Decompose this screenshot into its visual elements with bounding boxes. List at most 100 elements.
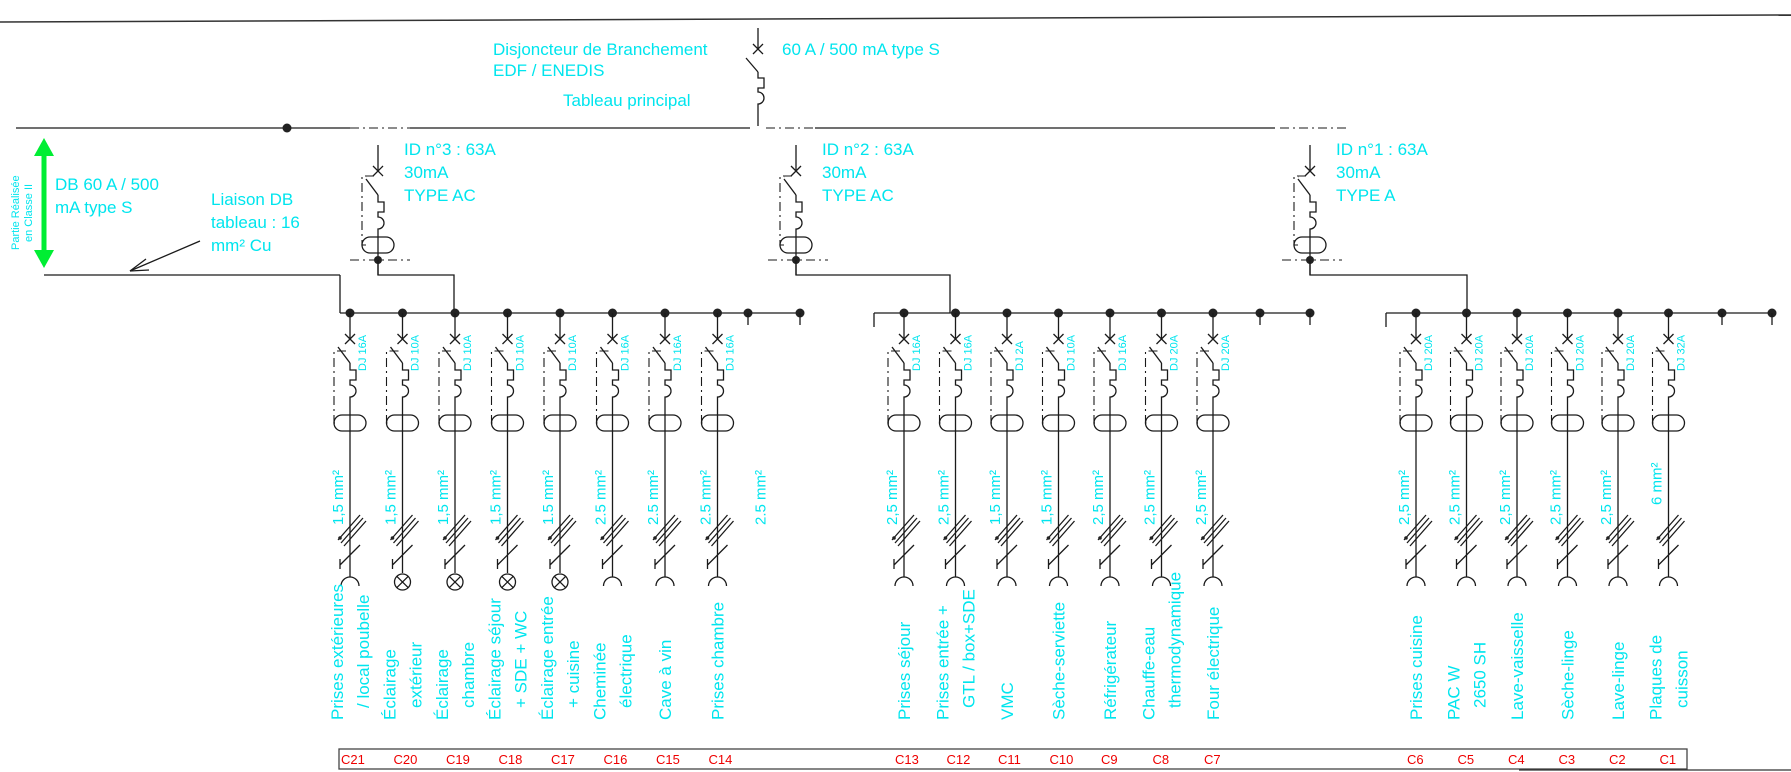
class-ii-label-1: Partie Réalisée <box>10 175 22 250</box>
load-label: thermodynamique <box>1166 572 1185 708</box>
breaker-rating-label: DJ 10A <box>515 334 527 371</box>
socket-icon <box>1048 576 1069 587</box>
cable-section-label: 2.5 mm² <box>593 470 610 525</box>
cable-conductor-marks-icon <box>1046 514 1075 547</box>
cable-conductor-marks-icon <box>994 514 1024 547</box>
earth-mark-icon <box>1556 544 1578 569</box>
cable-conductor-marks-icon <box>1200 514 1230 547</box>
lamp-icon <box>498 573 517 591</box>
breaker-rating-label: DJ 2A <box>1014 340 1026 371</box>
earth-mark-icon <box>496 544 518 569</box>
socket-icon <box>1100 576 1120 587</box>
socket-icon <box>894 576 914 587</box>
circuit-ref-label: C2 <box>1609 752 1626 767</box>
circuit-ref-label: C11 <box>998 752 1021 767</box>
load-label: cuisson <box>1673 650 1692 708</box>
load-label: Sèche-serviette <box>1050 602 1069 720</box>
load-label: extérieur <box>407 642 426 708</box>
socket-icon <box>1557 576 1578 587</box>
double-arrow-icon <box>34 138 54 268</box>
rcd-label-sensitivity: 30mA <box>404 163 449 182</box>
cable-section-label: 1,5 mm² <box>330 470 347 525</box>
earth-mark-icon <box>1150 544 1172 569</box>
load-label: Plaques de <box>1647 635 1666 720</box>
cable-section-label: 2,5 mm² <box>936 470 953 525</box>
breaker-rating-label: DJ 16A <box>357 334 369 371</box>
breaker-rating-label: DJ 20A <box>1524 334 1536 371</box>
cable-section-label: 2,5 mm² <box>1142 470 1159 525</box>
circuit-ref-strip <box>338 748 1791 771</box>
circuit-ref-label: C3 <box>1559 752 1576 767</box>
link-label-3: mm² Cu <box>211 236 271 255</box>
load-label: Chauffe-eau <box>1140 627 1159 720</box>
rcd-label-rating: ID n°1 : 63A <box>1336 140 1429 159</box>
breaker-rating-label: DJ 16A <box>911 334 923 371</box>
circuit-ref-label: C12 <box>947 752 971 767</box>
cable-conductor-marks-icon <box>1504 514 1534 547</box>
load-label: GTL / box+SDE <box>960 589 979 708</box>
cable-section-label: 2,5 mm² <box>1598 470 1615 525</box>
breaker-rating-label: DJ 16A <box>963 334 975 371</box>
rcd-feed-wire <box>377 260 455 313</box>
rcd-label-type: TYPE A <box>1336 186 1396 205</box>
load-label: 2650 SH <box>1471 642 1490 708</box>
class-ii-label-2: en Classe II <box>23 184 35 242</box>
breaker-cross-icon <box>898 333 910 345</box>
rcd-label-sensitivity: 30mA <box>822 163 867 182</box>
breaker-rating-label: DJ 32A <box>1676 334 1688 371</box>
load-label: Cheminée <box>591 643 610 721</box>
breaker-rating-label: DJ 10A <box>410 334 422 371</box>
socket-icon <box>1406 576 1426 587</box>
class-ii-zone: Partie Réalisée en Classe II DB 60 A / 5… <box>10 138 340 276</box>
circuit-ref-label: C10 <box>1050 752 1074 767</box>
circuit-ref-label: C14 <box>709 752 733 767</box>
circuit-ref-label: C20 <box>394 752 418 767</box>
breaker-rating-label: DJ 16A <box>725 334 737 371</box>
breaker-cross-icon <box>1612 333 1624 345</box>
load-label: Lave-linge <box>1609 642 1628 720</box>
breaker-cross-icon <box>1461 333 1472 345</box>
breaker-cross-icon <box>607 333 618 345</box>
cable-conductor-marks-icon <box>442 514 472 547</box>
main-breaker-title-1: Disjoncteur de Branchement <box>493 40 708 59</box>
load-label: Prises cuisine <box>1407 615 1426 720</box>
earth-mark-icon <box>1607 544 1629 569</box>
cable-conductor-marks-icon <box>1656 514 1685 547</box>
circuit-ref-label: C5 <box>1458 752 1475 767</box>
cable-section-label: 2,5 mm² <box>1396 470 1413 525</box>
rcd-label-type: TYPE AC <box>822 186 894 205</box>
earth-mark-icon <box>1657 544 1679 569</box>
lamp-icon <box>551 573 569 591</box>
cable-section-label: 2,5 mm² <box>1090 470 1107 525</box>
link-label-2: tableau : 16 <box>211 213 300 232</box>
cable-section-label: 1,5 mm² <box>1039 470 1056 525</box>
breaker-cross-icon <box>1562 333 1573 345</box>
circuit-ref-label: C15 <box>656 752 680 767</box>
breaker-cross-icon <box>790 165 802 177</box>
cable-section-label: 6 mm² <box>1649 463 1666 506</box>
breaker-rating-label: DJ 16A <box>1117 334 1129 371</box>
cable-section-label: 1.5 mm² <box>540 470 557 525</box>
breaker-cross-icon <box>554 333 566 345</box>
cable-section-label: 2,5 mm² <box>1548 470 1565 525</box>
cable-conductor-marks-icon <box>1555 514 1584 547</box>
cable-section-label: 1,5 mm² <box>435 470 452 525</box>
load-label: Sèche-linge <box>1559 630 1578 720</box>
earth-mark-icon <box>391 544 413 569</box>
circuit-ref-label: C19 <box>446 752 470 767</box>
lamp-icon <box>393 573 412 591</box>
load-label: Prises chambre <box>709 602 728 720</box>
